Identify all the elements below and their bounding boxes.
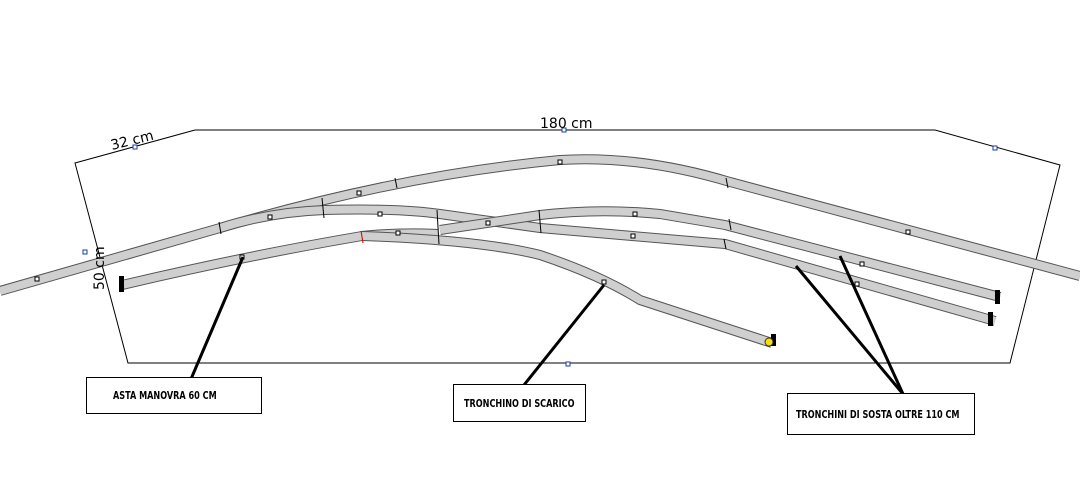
end-marker xyxy=(764,337,774,347)
label-discharge-spur-text: TRONCHINO DI SCARICO xyxy=(464,396,575,410)
board-outline xyxy=(74,129,1061,364)
label-storage-spurs-text: TRONCHINI DI SOSTA OLTRE 110 CM xyxy=(796,407,960,421)
label-shunting-spur-text: ASTA MANOVRA 60 CM xyxy=(113,389,217,402)
dimension-depth: 50 cm xyxy=(92,246,108,290)
track-joints xyxy=(218,177,732,250)
track-markers xyxy=(34,159,911,287)
dimension-side: 32 cm xyxy=(109,128,155,154)
dimension-length: 180 cm xyxy=(540,116,593,132)
buffer-stops xyxy=(119,276,1000,346)
tracks xyxy=(0,154,1080,348)
label-shunting-spur: ASTA MANOVRA 60 CM xyxy=(86,377,262,414)
label-discharge-spur: TRONCHINO DI SCARICO xyxy=(453,384,586,422)
leader-lines xyxy=(189,255,905,395)
label-storage-spurs: TRONCHINI DI SOSTA OLTRE 110 CM xyxy=(787,393,975,435)
